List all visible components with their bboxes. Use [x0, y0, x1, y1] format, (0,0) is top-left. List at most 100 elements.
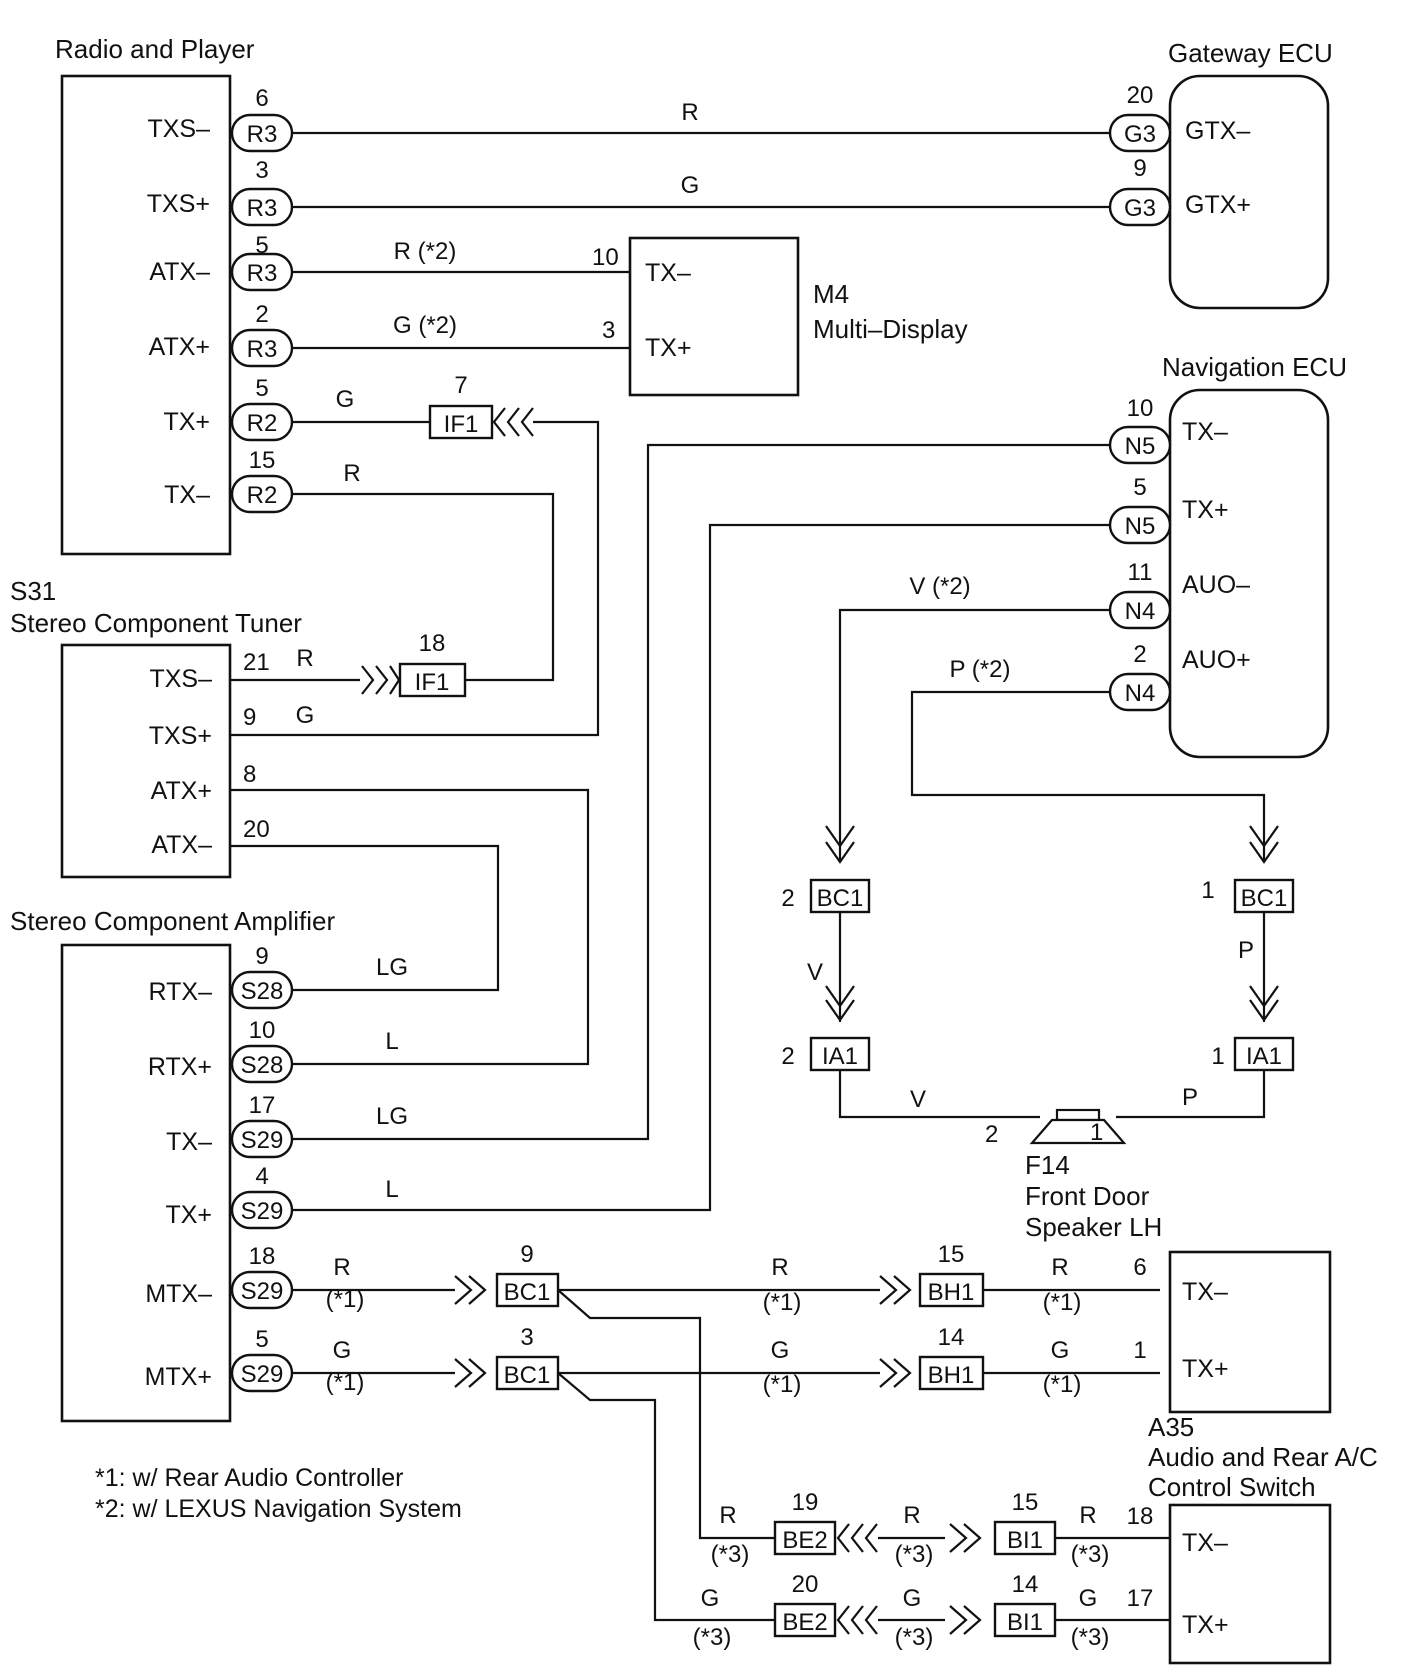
radio-player-box — [60, 74, 232, 556]
amplifier-title: Stereo Component Amplifier — [10, 906, 336, 936]
bh1-2-box — [918, 1355, 985, 1391]
md-code: M4 — [813, 279, 849, 309]
bc1-m1-pin: 9 — [520, 1241, 533, 1268]
nav-pin-tx-plus: TX+ — [1182, 496, 1229, 524]
color-w14: L — [385, 1176, 398, 1203]
radio-pin-tx-minus: TX– — [164, 481, 210, 509]
conn-r3-3-pin: 3 — [255, 157, 268, 184]
color-w11: LG — [376, 954, 408, 981]
ia1-right-pin: 1 — [1211, 1043, 1224, 1070]
amp-pin-tx-plus: TX+ — [165, 1201, 212, 1229]
conn-r3-5 — [230, 252, 294, 292]
if1-7-box — [428, 404, 494, 440]
conn-r3-6 — [230, 113, 294, 153]
conn-n5-5-pin: 5 — [1133, 474, 1146, 501]
amp-pin-rtx-minus: RTX– — [149, 978, 213, 1006]
v-label-1: V — [807, 959, 823, 986]
rear-g1: G — [701, 1585, 720, 1612]
if1-7-arrow-icon — [492, 407, 534, 437]
conn-r2-5-label: R2 — [247, 410, 278, 437]
rear-g1n: (*3) — [693, 1624, 732, 1651]
be2-2-box — [773, 1602, 837, 1638]
md-pin-10: 10 — [592, 244, 619, 271]
nav-pin-auo-plus: AUO+ — [1182, 646, 1251, 674]
bc1-left-arrow-icon — [825, 825, 855, 864]
rear-g2: G — [903, 1585, 922, 1612]
amplifier-unit: Stereo Component Amplifier RTX– RTX+ TX–… — [10, 906, 336, 1423]
color-w3: R (*2) — [394, 238, 457, 265]
note-w17: (*1) — [326, 1286, 365, 1313]
wire-w10-w11 — [230, 844, 500, 992]
color-w2: G — [681, 172, 700, 199]
asw-title-line2: Control Switch — [1148, 1472, 1316, 1502]
conn-n5-10-label: N5 — [1125, 433, 1156, 460]
nav-pin-auo-minus: AUO– — [1182, 571, 1250, 599]
rear-r2n: (*3) — [895, 1541, 934, 1568]
conn-r2-5-pin: 5 — [255, 375, 268, 402]
speaker-code: F14 — [1025, 1150, 1070, 1180]
amp-pin-tx-minus: TX– — [166, 1128, 212, 1156]
conn-g3-9-label: G3 — [1124, 195, 1156, 222]
conn-n4-2-label: N4 — [1125, 680, 1156, 707]
amplifier-box — [60, 943, 232, 1423]
speaker-title-line2: Speaker LH — [1025, 1212, 1162, 1242]
conn-g3-20 — [1108, 113, 1172, 153]
rear-r2: R — [903, 1502, 920, 1529]
be2-2-label: BE2 — [782, 1609, 827, 1636]
conn-n4-11 — [1108, 590, 1172, 630]
wire-w16 — [910, 690, 1266, 862]
be2-1-box — [773, 1520, 837, 1556]
radio-pin-tx-plus: TX+ — [163, 408, 210, 436]
front-door-speaker: 2 1 F14 Front Door Speaker LH — [985, 1108, 1162, 1242]
color-w5: G — [336, 386, 355, 413]
conn-g3-9-pin: 9 — [1133, 155, 1146, 182]
conn-s28-9-pin: 9 — [255, 943, 268, 970]
asw-title-line1: Audio and Rear A/C — [1148, 1442, 1378, 1472]
radio-pin-txs-minus: TXS– — [147, 115, 210, 143]
ia1-left-box — [809, 1036, 871, 1072]
p-label-2: P — [1182, 1084, 1198, 1111]
conn-n4-11-pin: 11 — [1128, 559, 1153, 586]
footnote-2: *2: w/ LEXUS Navigation System — [95, 1495, 462, 1523]
bi1-2-pin: 14 — [1012, 1571, 1039, 1598]
bc1-m2-arrow-icon — [454, 1358, 487, 1388]
gateway-pin-gtx-minus: GTX– — [1185, 117, 1250, 145]
multi-display-box — [628, 236, 800, 397]
audio-switch-unit: TX– TX+ A35 Audio and Rear A/C Control S… — [1148, 1250, 1378, 1665]
md-title: Multi–Display — [813, 314, 968, 344]
gateway-ecu-title: Gateway ECU — [1168, 38, 1333, 68]
conn-g3-9 — [1108, 187, 1172, 227]
bc1-left-pin: 2 — [781, 885, 794, 912]
conn-s29-18 — [230, 1270, 294, 1310]
bi1-1-arrow-icon — [949, 1523, 982, 1553]
color-w13: LG — [376, 1103, 408, 1130]
ia1-right-label: IA1 — [1246, 1043, 1282, 1070]
color-w6: R — [343, 460, 360, 487]
conn-s29-5-pin: 5 — [255, 1326, 268, 1353]
color-w18: G — [333, 1337, 352, 1364]
asw-a-pin-tx-minus: TX– — [1182, 1278, 1228, 1306]
bh1-2-pin: 14 — [938, 1324, 965, 1351]
tuner-pin-9: 9 — [243, 704, 256, 731]
gateway-ecu-unit: Gateway ECU GTX– GTX+ — [1168, 38, 1333, 310]
conn-s29-18-label: S29 — [241, 1278, 284, 1305]
tuner-pin-txs-minus: TXS– — [149, 665, 212, 693]
tuner-pin-atx-minus: ATX– — [151, 831, 212, 859]
bh1-2-label: BH1 — [928, 1362, 975, 1389]
tuner-pin-atx-plus: ATX+ — [151, 777, 212, 805]
be2-2-arrow-icon — [836, 1605, 878, 1635]
rear-r3: R — [1079, 1502, 1096, 1529]
asw-a-pin-tx-plus: TX+ — [1182, 1355, 1229, 1383]
if1-18-pin: 18 — [419, 630, 446, 657]
conn-s28-10-label: S28 — [241, 1052, 284, 1079]
bi1-1-label: BI1 — [1007, 1527, 1043, 1554]
tuner-code: S31 — [10, 576, 56, 606]
bc1-m1-label: BC1 — [504, 1279, 551, 1306]
conn-s29-17 — [230, 1119, 294, 1159]
tuner-title: Stereo Component Tuner — [10, 608, 302, 638]
rear-pin-17: 17 — [1127, 1585, 1154, 1612]
wire-w8 — [230, 420, 600, 737]
color-w16: P (*2) — [950, 656, 1011, 683]
wire-color-labels: R G R (*2) G (*2) G R R G LG L LG L V (*… — [296, 99, 1011, 1396]
mtx-r1: R — [771, 1254, 788, 1281]
